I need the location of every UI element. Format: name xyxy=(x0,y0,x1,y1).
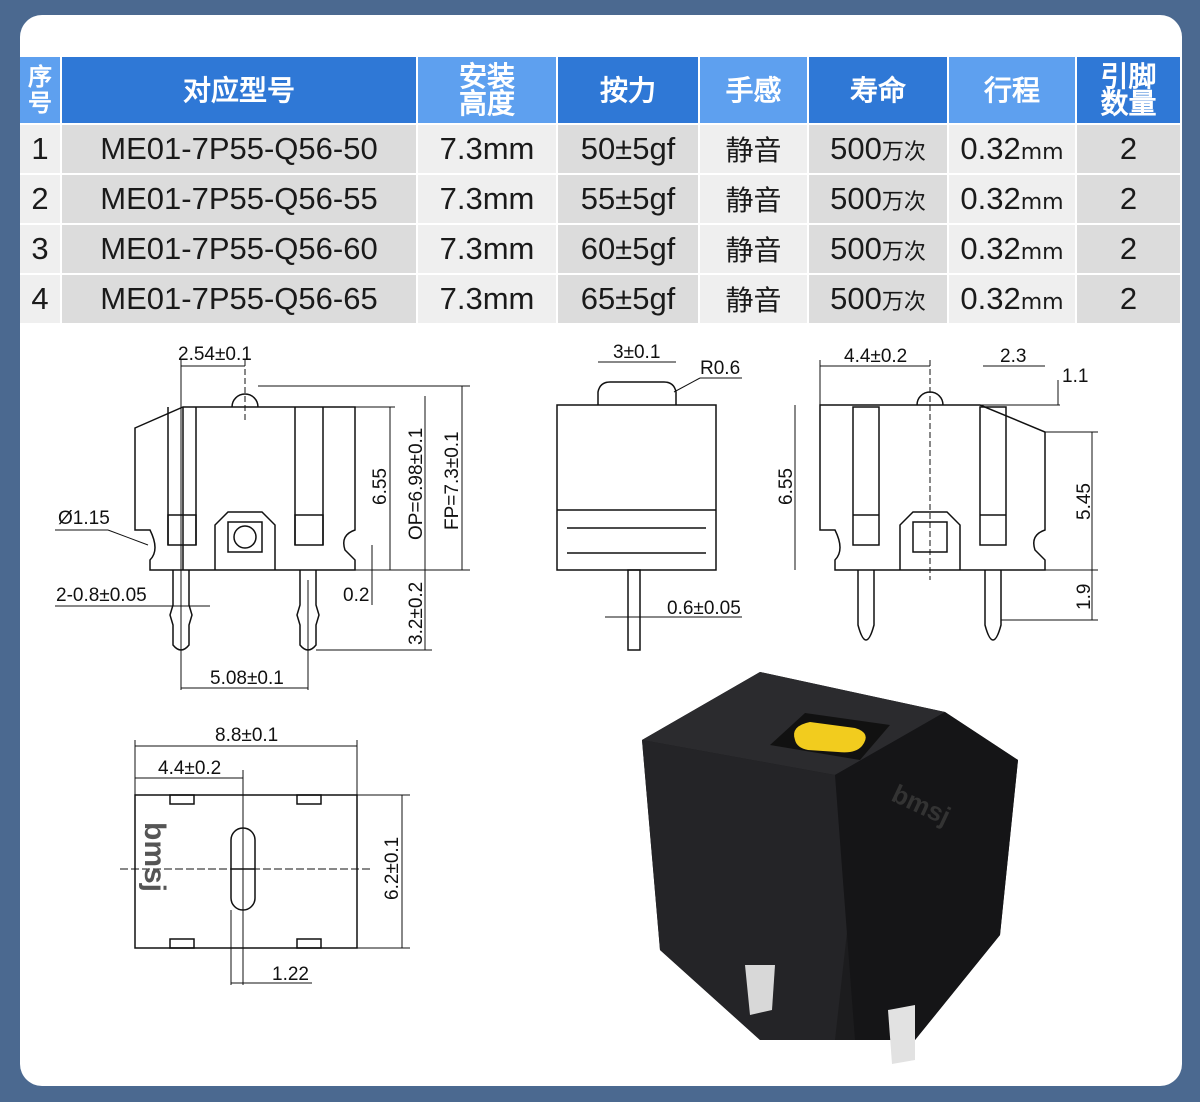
force-cell: 50±5gf xyxy=(558,125,698,173)
table-header-row: 序号 对应型号 安装高度 按力 手感 寿命 行程 引脚数量 xyxy=(20,57,1180,123)
model-cell: ME01-7P55-Q56-50 xyxy=(62,125,416,173)
header-travel: 行程 xyxy=(949,57,1075,123)
feel-cell: 静音 xyxy=(700,225,807,273)
header-height: 安装高度 xyxy=(418,57,556,123)
life-cell: 500万次 xyxy=(809,125,947,173)
force-cell: 65±5gf xyxy=(558,275,698,323)
feel-cell: 静音 xyxy=(700,175,807,223)
feel-cell: 静音 xyxy=(700,275,807,323)
travel-cell: 0.32mm xyxy=(949,175,1075,223)
row-number: 3 xyxy=(20,225,60,273)
dim-pin-length: 3.2±0.2 xyxy=(406,582,427,645)
height-cell: 7.3mm xyxy=(418,125,556,173)
dim-pin-width: 2-0.8±0.05 xyxy=(56,585,147,606)
header-pins: 引脚数量 xyxy=(1077,57,1180,123)
product-photo: bmsj xyxy=(642,672,1018,1064)
dim-hole-diameter: Ø1.15 xyxy=(58,508,110,529)
dim-operating-position: OP=6.98±0.1 xyxy=(406,428,427,540)
dim-total-length: 8.8±0.1 xyxy=(215,725,278,746)
row-number: 2 xyxy=(20,175,60,223)
force-cell: 60±5gf xyxy=(558,225,698,273)
pins-cell: 2 xyxy=(1077,175,1180,223)
dim-button-offset: 4.4±0.2 xyxy=(844,346,907,367)
dim-pin-offset: 2.54±0.1 xyxy=(178,344,252,365)
life-cell: 500万次 xyxy=(809,275,947,323)
dim-body-height: 6.55 xyxy=(370,468,391,505)
dim-button-radius: R0.6 xyxy=(700,358,740,379)
dim-pin-pitch: 5.08±0.1 xyxy=(210,668,284,689)
header-model: 对应型号 xyxy=(62,57,416,123)
pins-cell: 2 xyxy=(1077,125,1180,173)
travel-cell: 0.32mm xyxy=(949,125,1075,173)
height-cell: 7.3mm xyxy=(418,225,556,273)
dim-slope-width: 2.3 xyxy=(1000,346,1026,367)
front-view-drawing: 2.54±0.1 Ø1.15 2-0.8±0.05 5.08±0.1 0.2 6… xyxy=(55,344,470,690)
pins-cell: 2 xyxy=(1077,225,1180,273)
travel-cell: 0.32mm xyxy=(949,275,1075,323)
dim-back-height: 6.55 xyxy=(776,468,797,505)
row-number: 4 xyxy=(20,275,60,323)
header-life: 寿命 xyxy=(809,57,947,123)
side-view-drawing: 3±0.1 R0.6 0.6±0.05 xyxy=(556,342,742,651)
top-view-drawing: bmsj 8.8±0.1 4.4±0.2 6.2±0.1 1.22 xyxy=(120,725,410,985)
header-no: 序号 xyxy=(20,57,60,123)
model-cell: ME01-7P55-Q56-60 xyxy=(62,225,416,273)
height-cell: 7.3mm xyxy=(418,175,556,223)
row-number: 1 xyxy=(20,125,60,173)
dim-button-width: 3±0.1 xyxy=(613,342,660,363)
brand-logo-engraving: bmsj xyxy=(138,822,171,892)
force-cell: 55±5gf xyxy=(558,175,698,223)
dim-free-position: FP=7.3±0.1 xyxy=(442,431,463,530)
life-cell: 500万次 xyxy=(809,225,947,273)
height-cell: 7.3mm xyxy=(418,275,556,323)
dim-center-offset: 4.4±0.2 xyxy=(158,758,221,779)
dim-slope-drop: 1.1 xyxy=(1062,366,1088,387)
feel-cell: 静音 xyxy=(700,125,807,173)
back-view-drawing: 4.4±0.2 2.3 1.1 6.55 5.45 1.9 xyxy=(776,346,1098,641)
dim-step: 0.2 xyxy=(343,585,369,606)
dim-pin-shoulder: 1.9 xyxy=(1074,584,1095,610)
header-force: 按力 xyxy=(558,57,698,123)
dim-pin-thickness: 0.6±0.05 xyxy=(667,598,741,619)
dim-side-height: 5.45 xyxy=(1074,483,1095,520)
pins-cell: 2 xyxy=(1077,275,1180,323)
dim-total-width: 6.2±0.1 xyxy=(382,837,403,900)
dim-slot-width: 1.22 xyxy=(272,964,309,985)
model-cell: ME01-7P55-Q56-55 xyxy=(62,175,416,223)
technical-drawings: 2.54±0.1 Ø1.15 2-0.8±0.05 5.08±0.1 0.2 6… xyxy=(55,342,1098,1064)
travel-cell: 0.32mm xyxy=(949,225,1075,273)
header-feel: 手感 xyxy=(700,57,807,123)
model-cell: ME01-7P55-Q56-65 xyxy=(62,275,416,323)
life-cell: 500万次 xyxy=(809,175,947,223)
